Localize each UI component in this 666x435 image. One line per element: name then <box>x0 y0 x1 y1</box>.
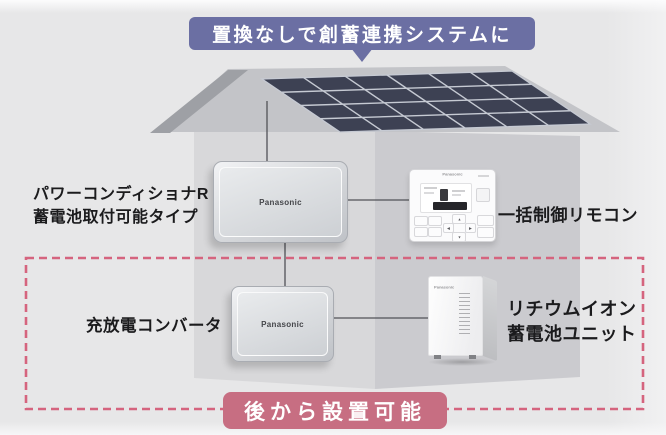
dpad-down-button: ▼ <box>452 232 466 242</box>
battery-label: リチウムイオン 蓄電池ユニット <box>507 297 637 347</box>
brand-logo: Panasonic <box>261 319 304 329</box>
remote-side-button <box>476 188 490 202</box>
wiring <box>266 101 428 319</box>
dpad-left-icon: ◀ <box>447 225 450 230</box>
brand-logo: Panasonic <box>442 172 463 177</box>
remote-display-text <box>424 192 434 194</box>
converter-panel: Panasonic <box>237 292 328 356</box>
dpad-up-icon: ▲ <box>457 216 461 222</box>
remote-display-text <box>452 194 461 196</box>
solar-grid-line <box>281 83 532 93</box>
battery-label-line2: 蓄電池ユニット <box>507 324 637 344</box>
solar-grid-line <box>320 110 571 120</box>
remote-display <box>420 183 472 213</box>
battery-spec-sticker <box>459 293 470 337</box>
power-conditioner-label: パワーコンディショナR 蓄電池取付可能タイプ <box>33 183 209 229</box>
remote-button <box>414 216 428 226</box>
converter-label: 充放電コンバータ <box>86 317 222 335</box>
top-banner: 置換なしで創蓄連携システムに <box>189 17 535 62</box>
solar-panel-array <box>259 70 593 133</box>
remote-button <box>428 227 442 237</box>
banner-pointer-icon <box>351 48 373 62</box>
bottom-banner: 後から設置可能 <box>223 392 447 429</box>
battery-shadow <box>428 358 496 366</box>
dpad-right-icon: ▶ <box>469 225 472 230</box>
battery-foot <box>469 355 476 359</box>
power-conditioner-label-line1: パワーコンディショナR <box>33 186 209 203</box>
remote-button <box>477 215 494 226</box>
dpad-left-button: ◀ <box>443 223 454 233</box>
install-later-dashed-region <box>24 256 645 411</box>
battery-status-icon <box>440 189 448 201</box>
remote-lcd-screen <box>433 202 467 210</box>
remote-display-text <box>452 190 465 192</box>
battery-side-face <box>483 276 497 362</box>
remote-model-text <box>478 175 489 177</box>
battery-foot <box>434 355 441 359</box>
power-conditioner-label-line2: 蓄電池取付可能タイプ <box>33 209 199 226</box>
battery-unit-device: Panasonic <box>428 276 500 366</box>
converter-device: Panasonic <box>231 286 334 362</box>
solar-grid-line <box>300 96 552 107</box>
roof-left-edge <box>150 70 248 133</box>
brand-logo: Panasonic <box>259 197 302 207</box>
battery-front-face: Panasonic <box>428 276 483 356</box>
bottom-banner-label: 後から設置可能 <box>244 400 426 424</box>
remote-button <box>414 227 428 237</box>
remote-button <box>428 216 442 226</box>
battery-label-line1: リチウムイオン <box>507 299 637 319</box>
dpad-up-button: ▲ <box>452 214 466 224</box>
remote-label: 一括制御リモコン <box>498 206 638 225</box>
power-conditioner-panel: Panasonic <box>219 167 342 237</box>
remote-button <box>477 227 494 238</box>
power-conditioner-device: Panasonic <box>213 161 348 243</box>
dpad-right-button: ▶ <box>465 223 476 233</box>
remote-display-text <box>424 187 437 189</box>
dpad-down-icon: ▼ <box>457 234 461 240</box>
remote-controller-device: Panasonic ▲ ◀ ▶ ▼ <box>409 169 496 242</box>
top-banner-label: 置換なしで創蓄連携システムに <box>212 25 512 46</box>
brand-logo: Panasonic <box>434 285 455 290</box>
